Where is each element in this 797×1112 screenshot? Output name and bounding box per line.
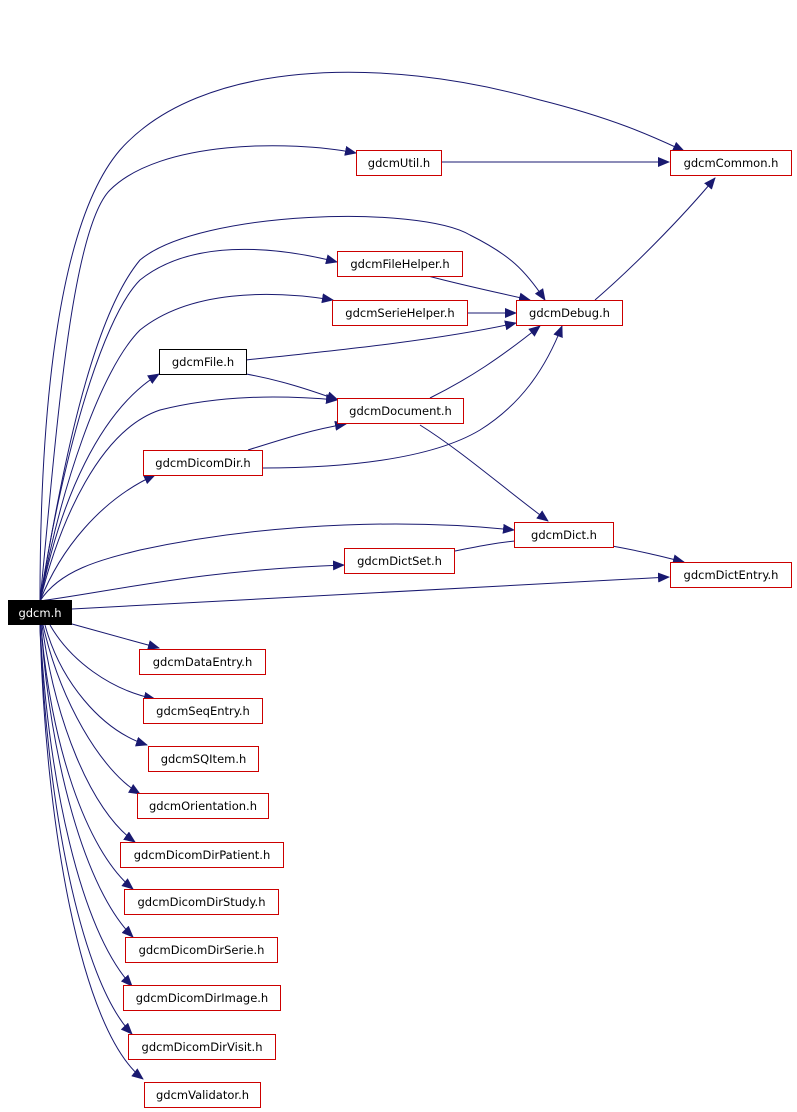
node-gdcmdicomdirvisit[interactable]: gdcmDicomDirVisit.h	[128, 1034, 276, 1060]
node-gdcmseqentry[interactable]: gdcmSeqEntry.h	[143, 698, 263, 724]
edge-file-debug	[245, 320, 517, 361]
edge-filehelper-debug	[427, 275, 531, 303]
node-gdcmdicomdirimage[interactable]: gdcmDicomDirImage.h	[123, 985, 281, 1011]
edge-gdcm-dirserie	[40, 624, 134, 938]
edge-gdcm-filehelper	[39, 248, 338, 602]
node-gdcmdicomdirpatient[interactable]: gdcmDicomDirPatient.h	[120, 842, 284, 868]
edge-dict-dictentry	[611, 545, 685, 565]
node-gdcmdicomdir[interactable]: gdcmDicomDir.h	[143, 450, 263, 476]
node-gdcmdebug[interactable]: gdcmDebug.h	[516, 300, 623, 326]
edge-gdcm-dictentry	[71, 572, 670, 610]
edge-gdcm-dirimage	[39, 624, 133, 987]
edge-gdcm-common	[39, 71, 685, 602]
node-gdcmdict[interactable]: gdcmDict.h	[514, 522, 614, 548]
edge-file-document	[245, 373, 339, 402]
node-gdcm[interactable]: gdcm.h	[8, 600, 72, 625]
edge-gdcm-dirstudy	[40, 624, 134, 890]
edge-gdcm-util	[39, 145, 357, 602]
edge-document-debug	[429, 325, 541, 399]
edge-dicomdir-debug	[262, 325, 563, 469]
edge-gdcm-orientation	[42, 624, 141, 795]
node-gdcmfile[interactable]: gdcmFile.h	[159, 349, 247, 375]
node-gdcmdicomdirstudy[interactable]: gdcmDicomDirStudy.h	[124, 889, 279, 915]
node-gdcmvalidator[interactable]: gdcmValidator.h	[144, 1082, 261, 1108]
edge-gdcm-seqentry	[49, 624, 156, 702]
edge-gdcm-dicomdir	[39, 474, 156, 602]
edge-gdcm-sqitem	[44, 624, 148, 747]
edge-dicomdir-document	[247, 420, 347, 451]
edge-gdcm-seriehelper	[39, 293, 334, 602]
edge-debug-common	[594, 177, 716, 301]
node-gdcmorientation[interactable]: gdcmOrientation.h	[137, 793, 269, 819]
edge-gdcm-file	[39, 373, 160, 602]
edge-gdcm-dirpatient	[41, 624, 136, 843]
edge-gdcm-dict	[39, 523, 515, 602]
edge-gdcm-dataentry	[71, 623, 160, 650]
node-gdcmsqitem[interactable]: gdcmSQItem.h	[148, 746, 259, 772]
node-gdcmdictentry[interactable]: gdcmDictEntry.h	[670, 562, 792, 588]
edge-gdcm-validator	[39, 624, 144, 1080]
edge-document-dict	[419, 424, 549, 522]
edge-gdcm-dirvisit	[39, 624, 133, 1035]
node-gdcmdicomdirserie[interactable]: gdcmDicomDirSerie.h	[125, 937, 278, 963]
node-gdcmdocument[interactable]: gdcmDocument.h	[337, 398, 464, 424]
edge-gdcm-document	[39, 394, 338, 602]
node-gdcmdataentry[interactable]: gdcmDataEntry.h	[139, 649, 266, 675]
node-gdcmcommon[interactable]: gdcmCommon.h	[670, 150, 792, 176]
edge-gdcm-debug	[39, 215, 546, 602]
node-gdcmutil[interactable]: gdcmUtil.h	[356, 150, 442, 176]
node-gdcmseriehelper[interactable]: gdcmSerieHelper.h	[332, 300, 468, 326]
node-gdcmdictset[interactable]: gdcmDictSet.h	[344, 548, 455, 574]
edge-gdcm-dictset	[39, 560, 345, 602]
node-gdcmfilehelper[interactable]: gdcmFileHelper.h	[337, 251, 463, 277]
